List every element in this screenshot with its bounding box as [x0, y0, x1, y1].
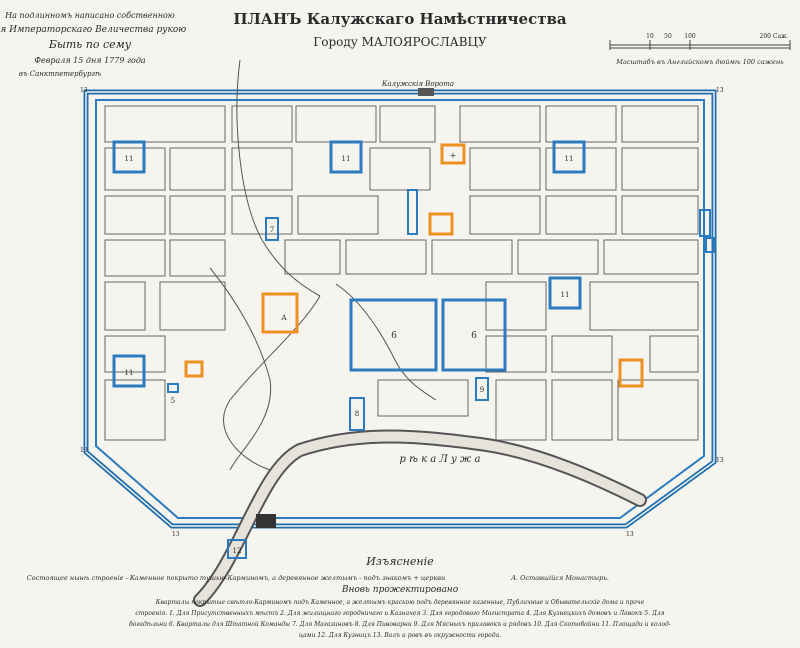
scale-tick-label: 50 — [664, 33, 672, 40]
building-annotation — [349, 397, 365, 431]
building-annotation — [475, 377, 489, 401]
approval-line-5: въ Санктпетербургѣ — [19, 70, 101, 78]
block-6-left — [349, 298, 438, 372]
corner-numbers: 13 13 13 13 13 13 — [80, 87, 724, 538]
proposed-squares: 11 11 11 11 11 — [112, 140, 586, 388]
square-annotation — [548, 276, 582, 310]
approval-line-3: Быть по сему — [48, 38, 132, 51]
approval-line-1: На подлинномъ написано собственною — [4, 11, 175, 20]
building-number: 5 — [171, 397, 175, 405]
square-number: 11 — [561, 291, 570, 299]
block-6-right — [441, 298, 507, 372]
building-annotation — [167, 383, 179, 393]
wall-annotation — [699, 209, 711, 237]
legend-existing-note: Состоящее нынѣ строеніе - Каменное покры… — [27, 574, 446, 582]
legend-proposed-heading: Вновь прожектировано — [341, 585, 459, 595]
legend-line: строенія. 1. Для Присутственныхъ мѣстъ 2… — [135, 610, 664, 617]
ravine-lines — [209, 59, 437, 471]
block-number: 6 — [391, 331, 397, 341]
proposed-buildings: 6 6 7 9 8 5 12 — [167, 189, 715, 559]
building-annotation — [227, 539, 247, 559]
square-annotation — [552, 140, 586, 174]
church-annotation — [618, 358, 644, 388]
wall-annotation — [705, 237, 715, 253]
church-annotation — [440, 143, 466, 165]
approval-inscription: На подлинномъ написано собственною Ея Им… — [0, 11, 186, 78]
corner-number: 13 — [80, 87, 88, 94]
legend-heading: Изъясненіе — [365, 555, 434, 568]
legend-line: богадѣльни 6. Кварталы для Штатной Коман… — [129, 621, 671, 628]
approval-line-2: Ея Императорскаго Величества рукою — [0, 25, 186, 35]
block-number: 6 — [471, 331, 477, 341]
city-rampart — [83, 89, 717, 529]
corner-number: 13 — [716, 457, 724, 464]
river-label: р ѣ к а Л у ж а — [400, 454, 481, 465]
church-annotation — [184, 360, 204, 378]
scale-tick-label: 200 Саж. — [760, 33, 789, 40]
river: р ѣ к а Л у ж а — [193, 429, 647, 607]
map-title: ПЛАНЪ Калужскаго Намѣстничества — [233, 10, 567, 28]
square-number: 11 — [565, 155, 574, 163]
bridge — [256, 514, 276, 528]
monastery-annotation — [261, 292, 299, 334]
legend: Изъясненіе Состоящее нынѣ строеніе - Кам… — [27, 555, 671, 639]
building-number: 7 — [270, 226, 274, 234]
square-number: 11 — [125, 369, 134, 377]
scale-bar: 10 50 100 200 Саж. Масштабъ въ Английско… — [609, 33, 791, 66]
corner-number: 13 — [172, 531, 180, 538]
square-number: 11 — [125, 155, 134, 163]
scale-tick-label: 100 — [684, 33, 696, 40]
legend-monastery-note: А. Оставшійся Монастырь. — [510, 574, 609, 582]
square-annotation — [112, 354, 146, 388]
map-subtitle: Городу МАЛОЯРОСЛАВЦУ — [313, 35, 487, 49]
corner-number: 13 — [80, 447, 88, 454]
approval-line-4: Февраля 15 дня 1779 года — [34, 56, 146, 65]
square-number: 11 — [342, 155, 351, 163]
corner-number: 13 — [716, 87, 724, 94]
church-cross-icon: + — [450, 151, 457, 160]
square-annotation — [329, 140, 363, 174]
legend-line: цами 12. Для Кузницъ 13. Валъ и ровъ въ … — [299, 632, 501, 639]
legend-line: Кварталы покрытые свѣтло-Карминомъ подъ … — [155, 599, 645, 606]
street-grid — [104, 105, 699, 441]
monastery-letter: А — [281, 314, 287, 322]
building-annotation — [407, 189, 418, 235]
gate-marker — [418, 88, 434, 96]
church-annotation — [428, 212, 454, 236]
scale-tick-label: 10 — [646, 33, 654, 40]
corner-number: 13 — [626, 531, 634, 538]
existing-buildings: + А — [184, 143, 644, 388]
gate-label: Калужскія Ворота — [381, 80, 454, 88]
square-annotation — [112, 140, 146, 174]
scale-caption: Масштабъ въ Английскомъ дюймѣ 100 сажень — [615, 58, 784, 66]
building-annotation — [265, 217, 279, 241]
building-number: 12 — [233, 547, 242, 555]
building-number: 9 — [480, 386, 484, 394]
building-number: 8 — [355, 410, 359, 418]
